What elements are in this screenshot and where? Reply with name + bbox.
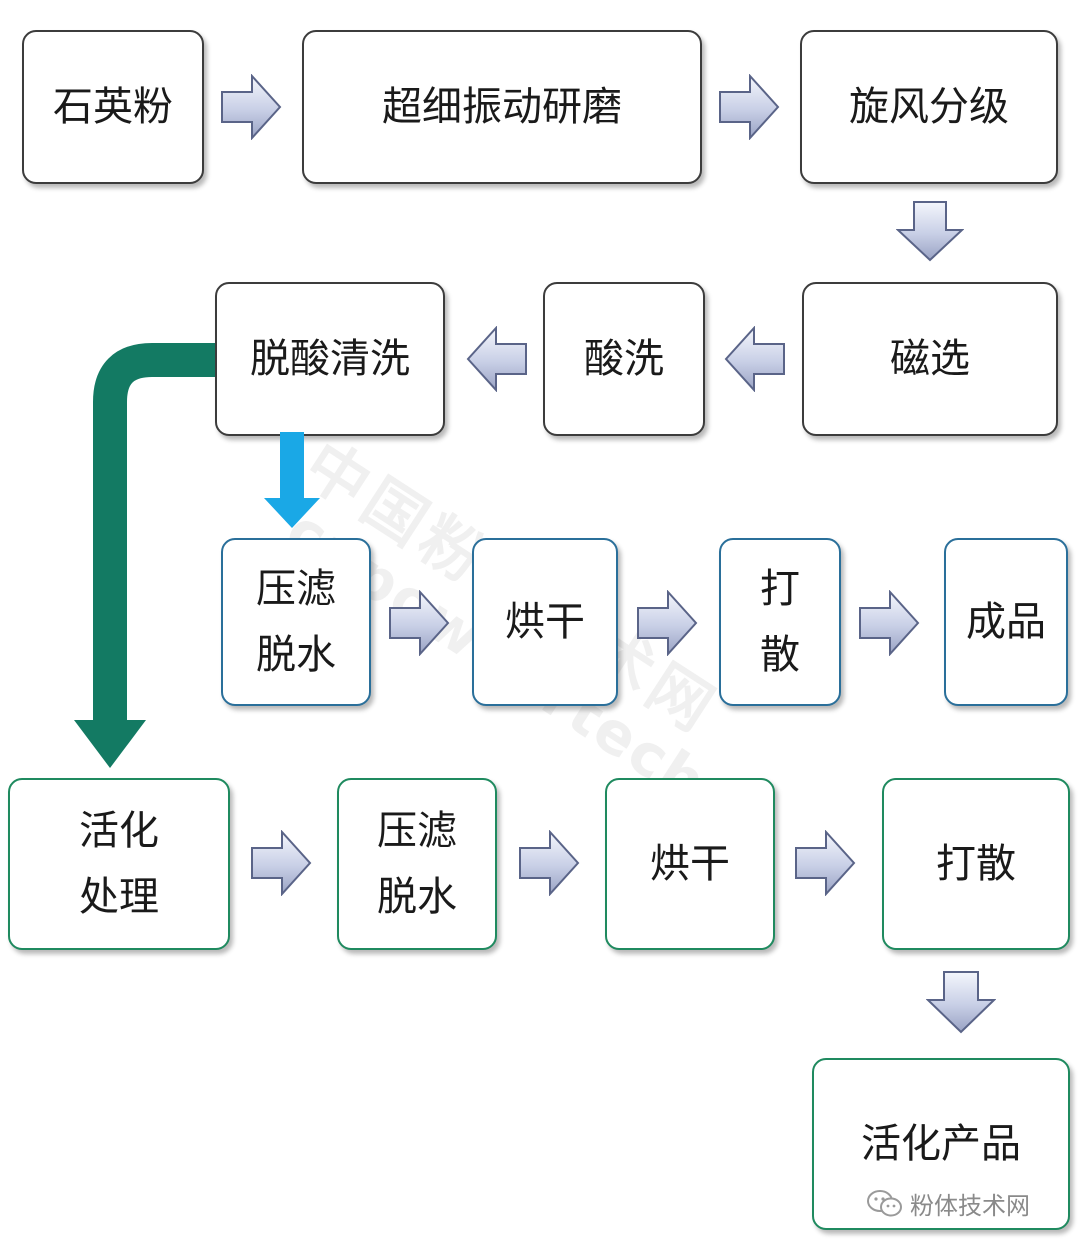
node-activated-product: 活化产品 — [812, 1058, 1070, 1230]
flow-arrow-right-icon — [251, 830, 312, 896]
node-filter-press-2-line1: 压滤 — [377, 808, 457, 854]
node-filter-press-2: 压滤 脱水 — [337, 778, 497, 950]
node-breakup-1-line1: 打 — [760, 566, 800, 612]
flow-arrow-left-icon — [724, 326, 785, 392]
node-deacid-cleaning-label: 脱酸清洗 — [250, 336, 410, 382]
node-acid-wash-label: 酸洗 — [584, 336, 664, 382]
node-quartz-powder-label: 石英粉 — [53, 84, 173, 130]
flow-arrow-down-icon — [896, 201, 964, 262]
node-finished-product: 成品 — [944, 538, 1068, 706]
node-deacid-cleaning: 脱酸清洗 — [215, 282, 445, 436]
branch-arrow-elbow-green-icon — [74, 343, 215, 768]
node-breakup-2: 打散 — [882, 778, 1070, 950]
node-magnetic-separation-label: 磁选 — [890, 336, 970, 382]
node-cyclone-classification: 旋风分级 — [800, 30, 1058, 184]
flow-arrow-right-icon — [389, 590, 450, 656]
footer-brand-text: 粉体技术网 — [910, 1192, 1030, 1220]
node-drying-1: 烘干 — [472, 538, 618, 706]
node-drying-2-label: 烘干 — [650, 841, 730, 887]
node-magnetic-separation: 磁选 — [802, 282, 1058, 436]
node-breakup-2-label: 打散 — [936, 841, 1016, 887]
flow-arrow-right-icon — [637, 590, 698, 656]
node-breakup-1: 打 散 — [719, 538, 841, 706]
node-quartz-powder: 石英粉 — [22, 30, 204, 184]
node-drying-2: 烘干 — [605, 778, 775, 950]
flow-arrow-right-icon — [221, 74, 282, 140]
node-filter-press-1: 压滤 脱水 — [221, 538, 371, 706]
node-filter-press-1-line2: 脱水 — [256, 632, 336, 678]
node-finished-product-label: 成品 — [966, 599, 1046, 645]
footer-brand: 粉体技术网 — [866, 1186, 1030, 1221]
node-drying-1-label: 烘干 — [505, 599, 585, 645]
node-ultrafine-grinding-label: 超细振动研磨 — [382, 84, 622, 130]
flow-arrow-right-icon — [795, 830, 856, 896]
flow-arrow-right-icon — [859, 590, 920, 656]
node-ultrafine-grinding: 超细振动研磨 — [302, 30, 702, 184]
flow-arrow-left-icon — [466, 326, 527, 392]
flow-arrow-right-icon — [519, 830, 580, 896]
node-filter-press-2-line2: 脱水 — [377, 874, 457, 920]
node-activated-product-label: 活化产品 — [861, 1121, 1021, 1167]
node-breakup-1-line2: 散 — [760, 632, 800, 678]
flow-arrow-down-icon — [926, 971, 996, 1034]
node-acid-wash: 酸洗 — [543, 282, 705, 436]
node-cyclone-classification-label: 旋风分级 — [849, 84, 1009, 130]
node-activation-line2: 处理 — [79, 874, 159, 920]
node-filter-press-1-line1: 压滤 — [256, 566, 336, 612]
flow-arrow-right-icon — [719, 74, 780, 140]
node-activation: 活化 处理 — [8, 778, 230, 950]
wechat-icon — [867, 1189, 902, 1216]
node-activation-line1: 活化 — [79, 808, 159, 854]
branch-arrow-down-blue-icon — [264, 432, 320, 528]
